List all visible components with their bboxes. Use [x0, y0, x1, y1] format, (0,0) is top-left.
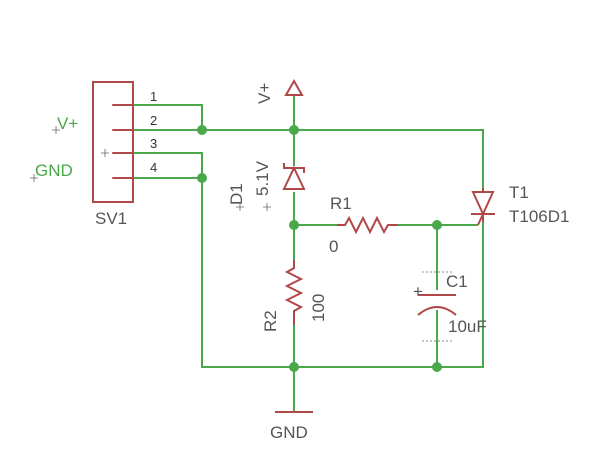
origin-cross: [30, 174, 38, 182]
origin-cross: [52, 126, 60, 134]
t1-triangle-icon: [471, 191, 495, 217]
junction-dot: [289, 220, 299, 230]
junction-dot: [289, 125, 299, 135]
origin-cross: [236, 203, 244, 211]
net-label-vplus: V+: [57, 114, 78, 133]
junction-dot: [197, 125, 207, 135]
vplus-arrow-icon: [284, 78, 304, 96]
gnd-supply: GND: [270, 411, 313, 442]
net-label-gnd: GND: [35, 161, 73, 180]
d1-value: 5.1V: [253, 160, 272, 196]
connector-sv1: 1 2 3 4 SV1 V+ GND: [30, 81, 157, 228]
c1-value: 10uF: [448, 317, 487, 336]
zener-d1: D1 5.1V: [227, 160, 306, 211]
pin-number-4: 4: [150, 160, 157, 175]
pin-number-2: 2: [150, 113, 157, 128]
resistor-r2: R2 100: [261, 260, 328, 332]
zener-bar-icon: [283, 163, 305, 173]
c1-name: C1: [446, 272, 468, 291]
r1-name: R1: [330, 194, 352, 213]
vplus-supply: V+: [255, 78, 304, 104]
resistor-r1: R1 0: [329, 194, 398, 256]
junction-dot: [197, 173, 207, 183]
t1-value: T106D1: [509, 207, 569, 226]
r2-name: R2: [261, 310, 280, 332]
t1-name: T1: [509, 183, 529, 202]
c1-polarity-plus: +: [413, 282, 423, 301]
c1-plate-curved: [417, 306, 457, 316]
pin-number-1: 1: [150, 89, 157, 104]
thyristor-t1: T1 T106D1: [471, 183, 569, 226]
junction-dot: [432, 220, 442, 230]
origin-cross: [263, 203, 271, 211]
r2-value: 100: [309, 294, 328, 322]
wire-gnd-rail: [133, 177, 484, 368]
junction-dot: [289, 362, 299, 372]
r1-value: 0: [329, 237, 338, 256]
wire-pin3: [133, 152, 203, 178]
wires: [133, 95, 484, 412]
junction-dot: [432, 362, 442, 372]
zener-triangle-icon: [282, 165, 306, 190]
connector-name: SV1: [95, 209, 127, 228]
pin-number-3: 3: [150, 136, 157, 151]
d1-name: D1: [227, 183, 246, 205]
connector-body: [92, 81, 134, 203]
r2-zigzag-icon: [284, 260, 304, 325]
wire-vplus-rail: [133, 129, 484, 188]
r1-zigzag-icon: [337, 215, 398, 235]
wire-pin1: [133, 104, 203, 130]
capacitor-c1: + C1 10uF: [413, 271, 487, 342]
vplus-label: V+: [255, 83, 274, 104]
gnd-label: GND: [270, 423, 308, 442]
junctions: [197, 125, 442, 372]
origin-cross: [101, 149, 109, 157]
